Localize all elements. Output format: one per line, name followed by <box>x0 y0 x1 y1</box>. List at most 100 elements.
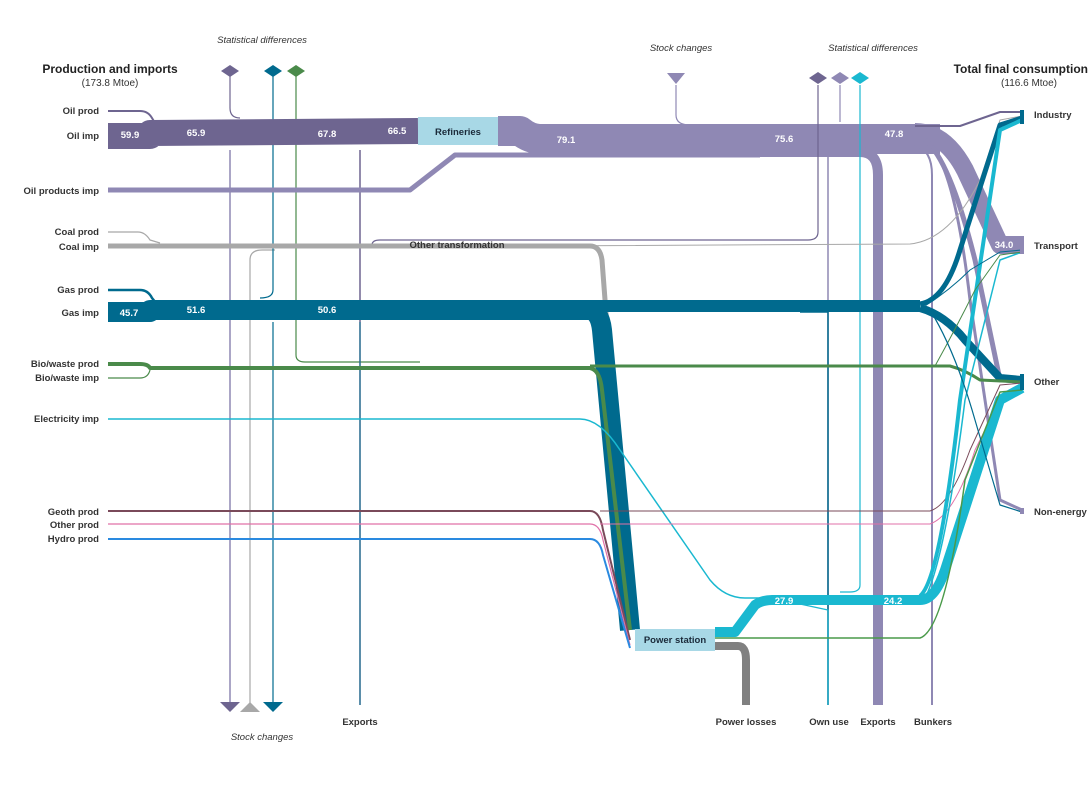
flow-oil-prod <box>108 110 156 124</box>
value-elec-1: 27.9 <box>775 596 794 607</box>
non-energy-sink-bar <box>1020 508 1024 514</box>
flow-power-heat <box>715 389 1023 639</box>
sink-non-energy: Non-energy <box>1034 507 1088 518</box>
flow-crude-main <box>108 118 419 149</box>
flow-elec-transport <box>924 251 1023 599</box>
stat-diff-gas-diamond <box>264 65 282 77</box>
flow-elec-own-use <box>799 603 829 705</box>
bottom-power-losses: Power losses <box>716 717 777 728</box>
bottom-exports-left: Exports <box>342 717 377 728</box>
source-coal-prod: Coal prod <box>55 227 100 238</box>
flow-geoth <box>108 510 631 641</box>
source-gas-prod: Gas prod <box>57 285 99 296</box>
value-oil-3: 67.8 <box>318 129 337 140</box>
flow-hydro <box>108 538 631 649</box>
right-subtitle: (116.6 Mtoe) <box>1001 78 1057 89</box>
flow-stat-diff-right-1 <box>371 85 819 246</box>
source-gas-imp: Gas imp <box>62 308 100 319</box>
flow-bands <box>108 75 1025 705</box>
value-gas-1: 45.7 <box>120 308 139 319</box>
source-bio-waste-prod: Bio/waste prod <box>31 359 99 370</box>
bottom-own-use: Own use <box>809 717 849 728</box>
flow-bio-transport <box>934 251 1023 367</box>
flow-other-prod-final <box>600 384 1023 525</box>
other-sink-bar <box>1020 374 1024 390</box>
value-transport-in: 34.0 <box>995 240 1014 251</box>
flow-stock-coal <box>249 249 275 705</box>
source-other-prod: Other prod <box>50 520 99 531</box>
flow-gas-transport <box>924 249 1023 307</box>
stat-diff-left-label: Statistical differences <box>217 35 307 46</box>
value-labels: 59.9 65.9 67.8 66.5 79.1 75.6 47.8 34.0 … <box>120 126 1014 607</box>
flow-elec-imp <box>108 418 760 599</box>
flow-oil-products-imp <box>108 152 760 193</box>
left-title: Production and imports <box>42 62 178 76</box>
left-subtitle: (173.8 Mtoe) <box>82 78 139 89</box>
stock-crude-arrow <box>220 702 240 712</box>
sink-transport: Transport <box>1034 241 1079 252</box>
flow-gas-non-energy <box>929 309 1023 513</box>
refineries-node <box>418 117 498 145</box>
flow-gas-other <box>918 304 1023 384</box>
value-oil-2: 65.9 <box>187 128 206 139</box>
flow-bio-imp <box>108 369 151 379</box>
bottom-labels: Exports Power losses Own use Exports Bun… <box>342 717 952 728</box>
flow-oil-transport <box>914 123 1022 254</box>
source-coal-imp: Coal imp <box>59 242 99 253</box>
flow-elec-main <box>715 383 1025 637</box>
value-gas-2: 51.6 <box>187 305 206 316</box>
value-oil-products-1: 79.1 <box>557 135 576 146</box>
stat-diff-right-diamond-2 <box>831 72 849 84</box>
flow-oil-own-use <box>800 147 829 705</box>
source-electricity-imp: Electricity imp <box>34 414 99 425</box>
flow-gas-industry <box>919 115 1023 307</box>
value-elec-2: 24.2 <box>884 596 903 607</box>
source-oil-prod: Oil prod <box>63 106 100 117</box>
source-oil-imp: Oil imp <box>67 131 99 142</box>
flow-stat-diff-right-elec <box>840 85 861 593</box>
flow-gas-prod <box>108 288 157 304</box>
stock-coal-arrow <box>240 702 260 712</box>
annotations: Statistical differences Stock changes St… <box>217 35 918 743</box>
power-station-label: Power station <box>644 635 706 646</box>
source-hydro-prod: Hydro prod <box>48 534 99 545</box>
stock-gas-arrow <box>263 702 283 712</box>
flow-oil-industry <box>915 111 1022 127</box>
stat-diff-right-diamond-3 <box>851 72 869 84</box>
bottom-exports-right: Exports <box>860 717 895 728</box>
headers: Production and imports (173.8 Mtoe) Tota… <box>42 62 1088 89</box>
flow-stat-diff-crude <box>229 75 241 119</box>
flow-stat-diff-gas <box>259 75 274 299</box>
flow-elec-industry <box>918 118 1023 598</box>
flow-gas-main <box>108 300 640 631</box>
stat-diff-bio-diamond <box>287 65 305 77</box>
other-transformation-label: Other transformation <box>409 240 504 251</box>
sink-labels: Industry Transport Other Non-energy <box>1034 110 1088 518</box>
industry-sink-bar <box>1020 110 1024 124</box>
stock-changes-bottom-label: Stock changes <box>231 732 294 743</box>
stock-changes-top-label: Stock changes <box>650 43 713 54</box>
refineries-label: Refineries <box>435 127 481 138</box>
nodes: Refineries Other transformation Power st… <box>409 110 1024 651</box>
sink-other: Other <box>1034 377 1060 388</box>
sink-industry: Industry <box>1034 110 1072 121</box>
stat-diff-right-diamond-1 <box>809 72 827 84</box>
stat-diff-right-label: Statistical differences <box>828 43 918 54</box>
source-geoth-prod: Geoth prod <box>48 507 99 518</box>
value-gas-3: 50.6 <box>318 305 337 316</box>
flow-stat-diff-bio <box>295 75 420 363</box>
flow-bio-prod <box>108 362 632 631</box>
flow-stock-changes-top <box>675 85 760 126</box>
flow-coal-prod <box>108 231 161 244</box>
source-oil-products-imp: Oil products imp <box>24 186 100 197</box>
value-oil-4: 66.5 <box>388 126 407 137</box>
value-oil-products-2: 75.6 <box>775 134 794 145</box>
flow-oil-products-main <box>498 116 940 154</box>
power-station-node <box>635 629 715 651</box>
transport-sink-bar <box>1020 236 1024 254</box>
flow-other-prod <box>108 523 631 646</box>
value-oil-products-3: 47.8 <box>885 129 904 140</box>
flow-bio-final <box>590 364 1023 384</box>
